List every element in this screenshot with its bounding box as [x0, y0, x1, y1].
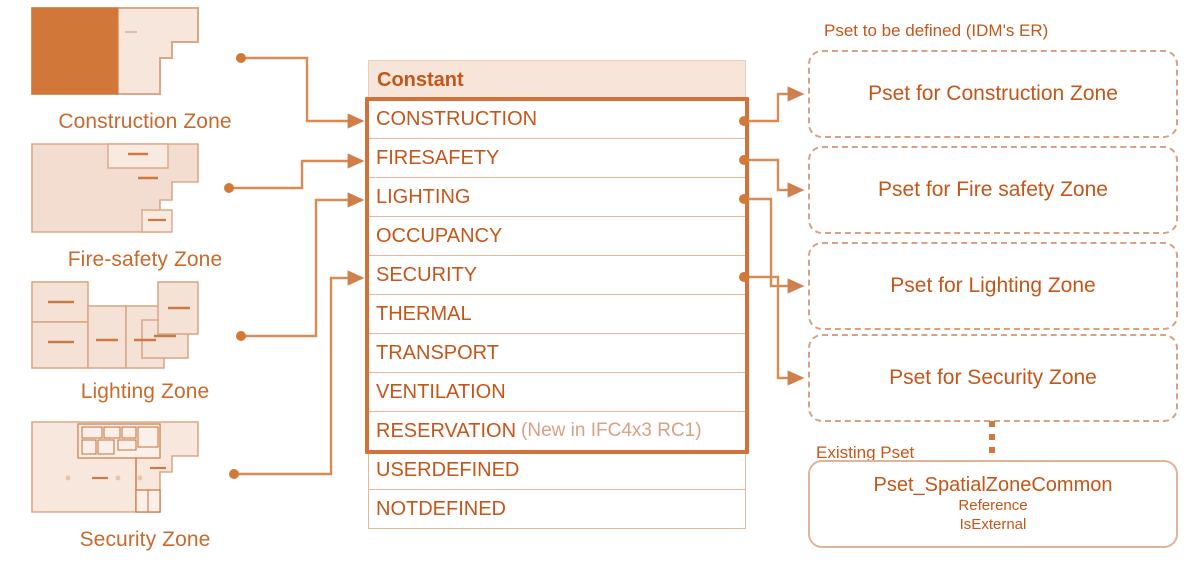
table-row-security[interactable]: SECURITY: [368, 256, 746, 295]
wire-row-to-pset-lighting: [739, 194, 805, 294]
zone-security[interactable]: Security Zone: [30, 420, 260, 562]
pset-label: Pset for Lighting Zone: [890, 274, 1096, 297]
pset-security-zone[interactable]: Pset for Security Zone: [808, 334, 1178, 422]
wire-firesafety-to-row: [224, 153, 365, 193]
zone-lighting[interactable]: Lighting Zone: [30, 280, 260, 420]
pset-fire-safety-zone[interactable]: Pset for Fire safety Zone: [808, 146, 1178, 234]
floorplan-icon: [31, 421, 199, 513]
wire-lighting-to-row: [236, 192, 365, 341]
existing-pset-title: Pset_SpatialZoneCommon: [873, 473, 1113, 496]
row-label: RESERVATION: [376, 419, 517, 442]
zone-caption: Security Zone: [79, 528, 211, 551]
ellipsis-dot: [989, 434, 995, 440]
zone-firesafety[interactable]: Fire-safety Zone: [30, 142, 260, 284]
wire-row-to-pset-firesafety: [739, 155, 805, 198]
pset-construction-zone[interactable]: Pset for Construction Zone: [808, 50, 1178, 138]
zone-caption: Lighting Zone: [80, 380, 210, 403]
row-label: TRANSPORT: [376, 341, 499, 364]
row-label: LIGHTING: [376, 185, 471, 208]
row-label: VENTILATION: [376, 380, 506, 403]
table-row-occupancy[interactable]: OCCUPANCY: [368, 217, 746, 256]
wire-construction-to-row: [236, 53, 365, 129]
row-label: OCCUPANCY: [376, 224, 503, 247]
row-label: USERDEFINED: [376, 458, 520, 481]
table-row-firesafety[interactable]: FIRESAFETY: [368, 139, 746, 178]
zone-construction[interactable]: Construction Zone: [30, 6, 260, 146]
row-label: SECURITY: [376, 263, 478, 286]
floorplan-icon: [31, 143, 199, 233]
existing-pset-box[interactable]: Pset_SpatialZoneCommon Reference IsExter…: [808, 460, 1178, 548]
table-row-ventilation[interactable]: VENTILATION: [368, 373, 746, 412]
table-row-lighting[interactable]: LIGHTING: [368, 178, 746, 217]
existing-pset-attr-isexternal: IsExternal: [959, 515, 1027, 533]
zone-caption: Fire-safety Zone: [67, 248, 223, 271]
table-row-userdefined[interactable]: USERDEFINED: [368, 451, 746, 490]
constant-table: Constant CONSTRUCTION FIRESAFETY LIGHTIN…: [365, 60, 749, 529]
existing-pset-group-label: Existing Pset: [816, 443, 915, 462]
pset-label: Pset for Fire safety Zone: [878, 178, 1108, 201]
floorplan-icon: [31, 281, 199, 369]
constant-table-body: CONSTRUCTION FIRESAFETY LIGHTING OCCUPAN…: [365, 97, 749, 529]
pset-group-label: Pset to be defined (IDM's ER): [824, 21, 1049, 40]
row-label: THERMAL: [376, 302, 472, 325]
table-row-reservation[interactable]: RESERVATION (New in IFC4x3 RC1): [368, 412, 746, 451]
table-row-notdefined[interactable]: NOTDEFINED: [368, 490, 746, 529]
pset-lighting-zone[interactable]: Pset for Lighting Zone: [808, 242, 1178, 330]
row-note: (New in IFC4x3 RC1): [521, 420, 702, 441]
ellipsis-dot: [989, 421, 995, 427]
table-row-transport[interactable]: TRANSPORT: [368, 334, 746, 373]
pset-label: Pset for Security Zone: [889, 366, 1097, 389]
ellipsis-dot: [989, 447, 995, 453]
wire-row-to-pset-security: [739, 272, 805, 386]
table-row-construction[interactable]: CONSTRUCTION: [368, 100, 746, 139]
row-label: CONSTRUCTION: [376, 107, 538, 130]
wire-security-to-row: [229, 270, 365, 479]
wire-row-to-pset-construction: [739, 86, 805, 126]
constant-table-header: Constant: [368, 60, 746, 100]
pset-label: Pset for Construction Zone: [868, 82, 1118, 105]
existing-pset-attr-reference: Reference: [958, 496, 1028, 514]
row-label: FIRESAFETY: [376, 146, 500, 169]
zone-caption: Construction Zone: [58, 110, 232, 133]
row-label: NOTDEFINED: [376, 497, 506, 520]
floorplan-icon: [31, 7, 199, 95]
